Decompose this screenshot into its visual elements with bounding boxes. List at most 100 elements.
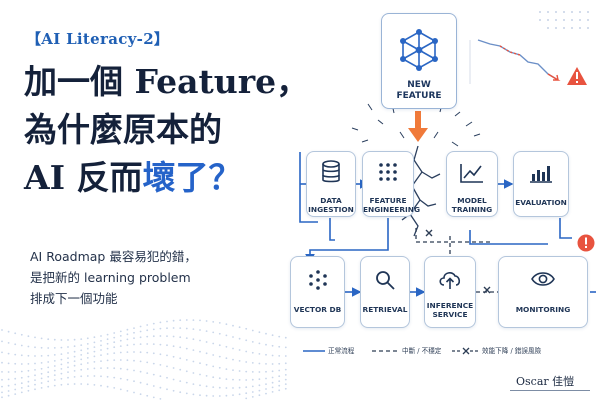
wave-dot	[119, 367, 122, 370]
wave-dot	[27, 375, 30, 378]
wave-dot	[265, 388, 267, 390]
wave-dot	[152, 362, 155, 365]
wave-dot	[53, 365, 56, 367]
wave-dot	[232, 394, 234, 396]
wave-dot	[251, 378, 254, 381]
wave-dot	[53, 384, 56, 387]
wave-dot	[245, 370, 248, 373]
wave-dot	[284, 346, 287, 349]
wave-dot	[238, 379, 241, 381]
wave-dot	[251, 396, 254, 398]
eye-icon	[531, 272, 555, 286]
wave-dot	[159, 327, 162, 330]
headline-line-1: 加一個 Feature，	[24, 62, 310, 101]
wave-dot	[100, 384, 102, 387]
wave-dot	[60, 358, 63, 361]
wave-dot	[185, 392, 188, 395]
wave-dot	[258, 394, 261, 397]
wave-dot	[27, 385, 30, 388]
wave-dot	[245, 350, 248, 353]
retrieval-label: RETRIEVAL	[362, 305, 408, 314]
vector-db-node: VECTOR DB	[290, 256, 345, 328]
wave-dot	[139, 330, 142, 333]
wave-dot	[218, 377, 221, 380]
wave-dot	[67, 357, 69, 359]
wave-dot	[119, 388, 122, 391]
monitoring-label: MONITORING	[515, 305, 571, 314]
wave-dot	[225, 394, 228, 397]
wave-dot	[199, 319, 201, 322]
wave-dot	[47, 338, 50, 341]
wave-dot	[251, 351, 254, 354]
wave-dot	[126, 359, 129, 362]
series-tag: 【AI Literacy-2】	[26, 30, 170, 48]
subtitle-line-2: 是把新的 learning problem	[30, 270, 191, 285]
wave-dot	[166, 365, 168, 368]
wave-dot	[192, 338, 195, 341]
wave-dot	[73, 345, 76, 348]
wave-dot	[100, 340, 102, 342]
monitoring-node: MONITORING	[498, 256, 588, 328]
wave-dot	[139, 370, 142, 373]
wave-dot	[245, 361, 248, 363]
wave-dot	[7, 330, 10, 333]
wave-dot	[245, 392, 248, 395]
wave-dot	[232, 378, 234, 381]
wave-dot	[113, 367, 116, 370]
wave-dot	[86, 375, 89, 377]
wave-dot	[225, 378, 228, 380]
wave-dot	[133, 380, 135, 383]
wave-dot	[265, 343, 267, 346]
wave-dot	[7, 390, 10, 392]
wave-dot	[27, 369, 30, 372]
wave-dot	[258, 389, 261, 392]
retrieval-node: RETRIEVAL	[360, 256, 410, 328]
wave-dot	[218, 322, 221, 324]
wave-dot	[14, 332, 17, 335]
wave-dot	[53, 347, 56, 349]
wave-dot	[86, 383, 89, 386]
wave-dot	[166, 376, 168, 379]
wave-dot	[179, 327, 182, 329]
wave-dot	[199, 373, 201, 376]
warning-circle-icon	[577, 234, 595, 252]
wave-dot	[258, 371, 261, 373]
wave-dot	[245, 397, 248, 400]
wave-dot	[40, 387, 43, 389]
wave-dot	[258, 331, 261, 334]
wave-dot	[20, 354, 23, 357]
wave-dot	[14, 371, 17, 373]
wave-dot	[192, 383, 195, 385]
wave-dot	[166, 388, 168, 391]
wave-dot	[225, 368, 228, 370]
wave-dot	[284, 362, 287, 365]
wave-dot	[192, 393, 195, 396]
wave-dot	[146, 361, 149, 364]
wave-dot	[146, 343, 149, 345]
wave-dot	[86, 337, 89, 340]
wave-dot	[86, 347, 89, 350]
wave-dot	[60, 372, 63, 375]
wave-dot	[205, 363, 208, 366]
wave-dot	[192, 328, 195, 330]
wave-dot	[86, 357, 89, 359]
wave-dot	[100, 360, 102, 362]
wave-dot	[192, 372, 195, 374]
wave-dot	[278, 380, 281, 383]
wave-dot	[212, 386, 215, 388]
wave-dot	[106, 385, 109, 388]
wave-dot	[179, 346, 182, 349]
wave-dot	[113, 376, 116, 379]
wave-dot	[218, 344, 221, 347]
subtitle-line-3: 排成下一個功能	[30, 291, 118, 306]
wave-dot	[113, 346, 116, 349]
wave-dot	[14, 343, 17, 346]
wave-dot	[166, 344, 168, 347]
wave-dot	[199, 362, 201, 365]
legend-degraded: 效能下降 / 錯誤風險	[482, 347, 542, 355]
wave-dot	[60, 383, 63, 386]
wave-dot	[106, 367, 109, 369]
